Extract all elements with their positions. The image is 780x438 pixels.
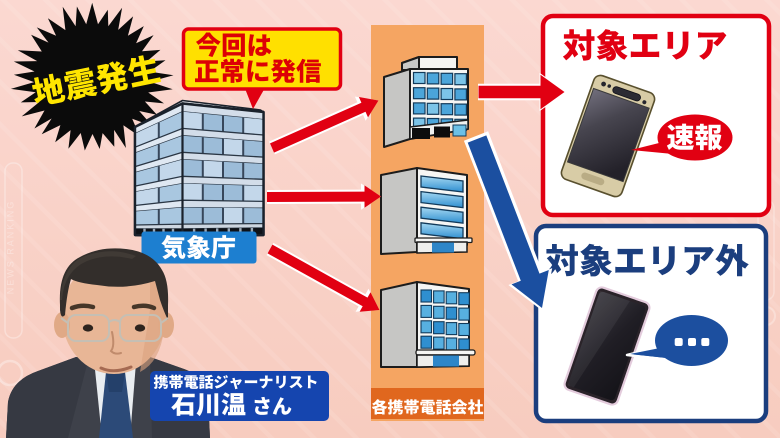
svg-text:NEWS RANKING: NEWS RANKING [6, 200, 16, 295]
